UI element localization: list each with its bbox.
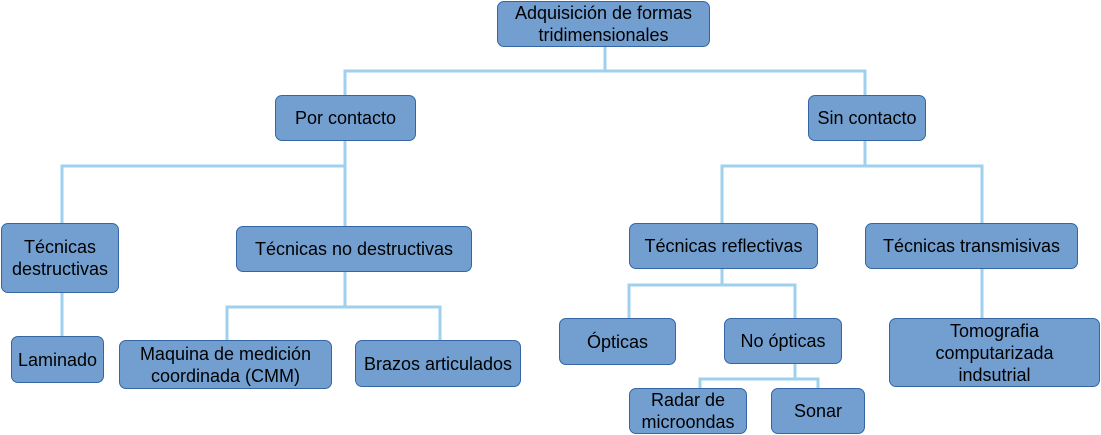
node-sonar: Sonar	[771, 388, 865, 434]
node-tomografia-computarizada-industrial: Tomografia computarizada indsutrial	[889, 318, 1100, 387]
node-sin-contacto: Sin contacto	[808, 95, 926, 141]
node-tecnicas-transmisivas: Técnicas transmisivas	[865, 223, 1078, 269]
node-tecnicas-no-destructivas: Técnicas no destructivas	[236, 226, 472, 272]
node-no-opticas: No ópticas	[724, 318, 842, 364]
node-tecnicas-reflectivas: Técnicas reflectivas	[629, 223, 818, 269]
node-brazos-articulados: Brazos articulados	[355, 340, 521, 387]
node-laminado: Laminado	[11, 336, 104, 383]
node-maquina-de-medicion-coordinada-cmm: Maquina de medición coordinada (CMM)	[119, 340, 332, 389]
node-por-contacto: Por contacto	[275, 95, 416, 141]
node-tecnicas-destructivas: Técnicas destructivas	[1, 223, 119, 293]
node-adquisicion-formas-tridimensionales: Adquisición de formas tridimensionales	[497, 1, 710, 47]
node-opticas: Ópticas	[559, 318, 676, 365]
node-radar-de-microondas: Radar de microondas	[629, 388, 747, 434]
